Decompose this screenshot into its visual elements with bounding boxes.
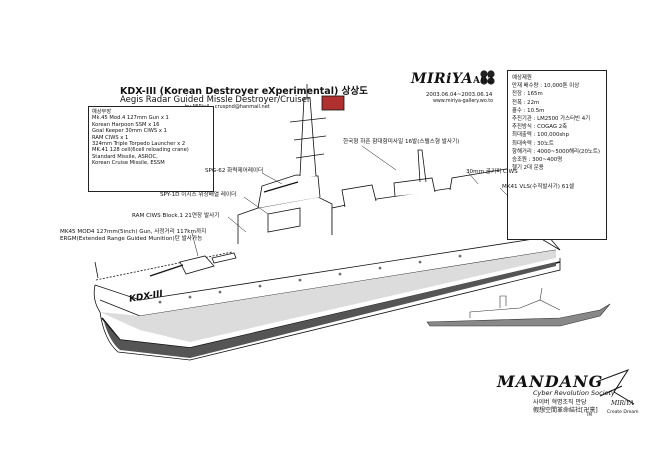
page-title: KDX-III (Korean Destroyer eXperimental) … xyxy=(120,86,368,97)
weapon-item: Korean Cruise Missile, ESSM xyxy=(92,160,165,167)
forward-superstructure xyxy=(237,196,333,244)
specs-heading: 예상제원 xyxy=(512,75,532,81)
annotation-mk45: MK45 MOD4 127mm(5inch) Gun, 사정거리 117km까지 xyxy=(60,229,207,235)
aft-mast xyxy=(417,149,427,183)
spec-item: 만재 배수량 : 10,000톤 이상 xyxy=(512,83,580,90)
spy-panel-fwd xyxy=(267,207,301,233)
weapons-box: 예상무장 Mk.45 Mod.4 127mm Gun x 1 Korean Ha… xyxy=(88,106,214,192)
annotation-spg62: SPG-62 화력제어레이더 xyxy=(205,168,264,174)
spec-item: 추진기관 : LM2500 가스터빈 4기 xyxy=(512,116,591,123)
mandang-korean: 사이버 혁명조직 만당 xyxy=(533,399,587,406)
logo-site: www.miriya-gallery.wo.to xyxy=(433,99,494,104)
annotation-harpoon: 한국형 하픈 함대함미사일 16발(스텔스형 발사기) xyxy=(343,139,460,145)
spec-item: 최대속력 : 30노트 xyxy=(512,140,554,147)
vls-forward xyxy=(211,252,237,264)
forward-funnel xyxy=(341,184,377,208)
mandang-tagline: Cyber Revolution Society xyxy=(533,389,615,397)
credit: Create Dream xyxy=(607,410,639,415)
annotation-ergm: ERGM(Extended Range Guided Munition)탄 발사… xyxy=(60,236,203,242)
spec-item: 전폭 : 22m xyxy=(512,99,540,106)
spec-item: 흘수 : 10.5m xyxy=(512,107,545,114)
leader-ram xyxy=(227,216,247,233)
main-gun-barrel xyxy=(149,264,184,277)
ensign-flag xyxy=(321,95,345,111)
hull-bow xyxy=(93,284,101,313)
thumbnail-ship xyxy=(426,287,611,327)
mandang-chinese: 假想空間革命結社[卍黨] xyxy=(533,407,598,414)
spec-item: 항해거리 : 4000~5000해리(20노트) xyxy=(512,148,600,155)
spec-item: 최대출력 : 100,000shp xyxy=(512,132,570,139)
hull-bottom xyxy=(99,258,561,361)
weapon-item: 324mm Triple Torpedo Launcher x 2 xyxy=(92,141,186,148)
annotation-spy1d: SPY-1D 이지스 위상배열 레이더 xyxy=(160,192,237,198)
hull-main-deck xyxy=(94,237,561,301)
spec-item: 전장 : 165m xyxy=(512,91,543,98)
weapon-item: MK.41 128 cell(6cell reloading crane) xyxy=(92,147,189,154)
main-mast xyxy=(299,97,317,177)
annotation-mk41: MK41 VLS(수직발사기) 61셀 xyxy=(502,184,575,190)
clover-icon xyxy=(480,70,495,85)
bridge-block xyxy=(257,174,321,209)
leader-mk45 xyxy=(191,232,199,257)
main-gun-turret xyxy=(179,255,215,275)
portholes xyxy=(158,254,462,304)
hull-shading xyxy=(100,250,556,342)
annotation-ram: RAM CIWS Block.1 21연장 발사기 xyxy=(132,213,220,219)
bow-railing xyxy=(95,251,233,281)
weapons-heading: 예상무장 xyxy=(92,109,112,115)
spec-item: 추진방식 : COGAG 2축 xyxy=(512,124,568,131)
leader-harpoon xyxy=(361,145,397,171)
weapon-item: Mk.45 Mod.4 127mm Gun x 1 xyxy=(92,115,169,122)
mast-yard-2 xyxy=(293,135,327,141)
logo-dates: 2003.06.04~2003.06.14 xyxy=(426,92,493,98)
mandang-logo: MANDANG xyxy=(497,372,604,391)
mast-yard-3 xyxy=(295,153,325,159)
weapon-item: Standard Missile, ASROC, xyxy=(92,153,158,160)
trademark: TM xyxy=(586,412,592,417)
weapon-item: RAM CIWS x 1 xyxy=(92,134,129,141)
weapon-item: Goal Keeper 30mm CIWS x 1 xyxy=(92,128,167,135)
leader-spg62 xyxy=(261,172,283,185)
bow-jackstaff xyxy=(94,261,99,279)
weapon-item: Korean Harpoon SSM x 16 xyxy=(92,121,160,128)
signature: MIRiYA xyxy=(611,400,634,407)
miriya-logo: MIRiYAA02 xyxy=(411,71,494,87)
author-byline: by MIRiyA - cruspnd@hanmail.net xyxy=(185,104,270,110)
mandang-emblem xyxy=(595,369,635,405)
bridge-windows xyxy=(263,181,299,193)
spec-item: 헬기 2대 운용 xyxy=(512,165,544,172)
specs-box: 예상제원 만재 배수량 : 10,000톤 이상 전장 : 165m 전폭 : … xyxy=(507,70,607,240)
hull-dark-band xyxy=(104,262,556,358)
annotation-goalkeeper: 30mm 골키퍼 CIWS xyxy=(466,169,518,175)
mast-yard-1 xyxy=(289,117,327,123)
aft-funnel xyxy=(393,177,436,197)
leader-spy1d xyxy=(243,196,269,215)
logo-code: A02 xyxy=(472,76,494,86)
leader-goalkeeper xyxy=(467,171,479,185)
page-subtitle: Aegis Radar Guided Missle Destroyer/Crui… xyxy=(120,95,311,105)
spec-item: 승조원 : 300~400명 xyxy=(512,157,563,164)
logo-name: MIRiYA xyxy=(411,71,473,87)
